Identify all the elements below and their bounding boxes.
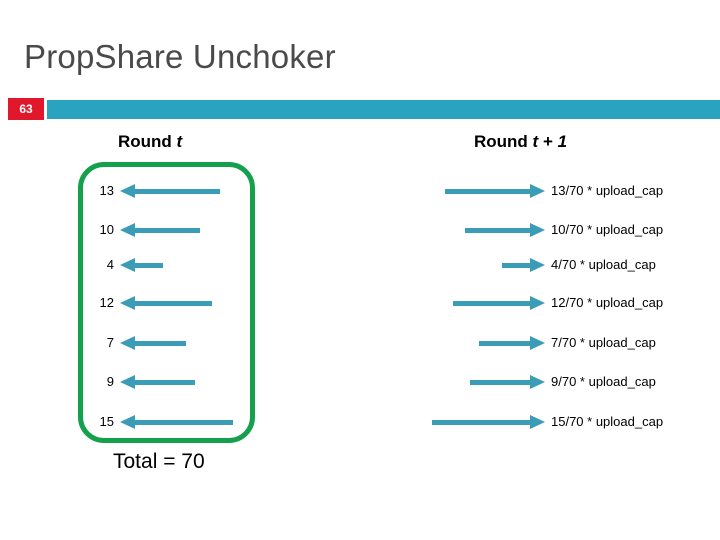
accent-divider-bar <box>47 100 720 119</box>
arrow-head-left-icon <box>120 258 135 272</box>
arrow-head-right-icon <box>530 415 545 429</box>
arrow-head-right-icon <box>530 223 545 237</box>
upload-share-formula: 13/70 * upload_cap <box>551 183 664 198</box>
upload-share-formula: 7/70 * upload_cap <box>551 335 656 350</box>
arrow-head-left-icon <box>120 375 135 389</box>
peer-row: 4 4/70 * upload_cap <box>0 253 720 277</box>
arrow-head-right-icon <box>530 296 545 310</box>
arrow-shaft <box>470 380 530 385</box>
arrow-shaft <box>479 341 530 346</box>
arrow-head-left-icon <box>120 415 135 429</box>
peer-upload-value: 15 <box>99 414 114 429</box>
arrow-head-right-icon <box>530 184 545 198</box>
peer-upload-value: 10 <box>99 222 114 237</box>
outgoing-arrow-icon <box>470 375 545 389</box>
arrow-shaft <box>432 420 530 425</box>
arrow-head-left-icon <box>120 296 135 310</box>
peer-upload-value: 4 <box>106 257 114 272</box>
incoming-arrow-icon <box>120 258 163 272</box>
peer-upload-value: 9 <box>106 374 114 389</box>
peer-row: 12 12/70 * upload_cap <box>0 291 720 315</box>
peer-upload-value: 13 <box>99 183 114 198</box>
outgoing-arrow-icon <box>445 184 545 198</box>
column-header-left-prefix: Round <box>118 132 177 151</box>
outgoing-arrow-icon <box>479 336 545 350</box>
arrow-head-right-icon <box>530 375 545 389</box>
arrow-shaft <box>502 263 530 268</box>
arrow-shaft <box>135 420 233 425</box>
upload-share-formula: 4/70 * upload_cap <box>551 257 656 272</box>
peer-row: 10 10/70 * upload_cap <box>0 218 720 242</box>
arrow-shaft <box>135 228 200 233</box>
arrow-head-left-icon <box>120 336 135 350</box>
column-header-right-variable-2: 1 <box>557 132 568 151</box>
group-highlight-box <box>78 162 255 443</box>
incoming-arrow-icon <box>120 375 195 389</box>
incoming-arrow-icon <box>120 336 186 350</box>
incoming-arrow-icon <box>120 296 212 310</box>
column-header-round-t: Round t <box>118 132 182 152</box>
incoming-arrow-icon <box>120 223 200 237</box>
peer-upload-value: 7 <box>106 335 114 350</box>
arrow-head-left-icon <box>120 184 135 198</box>
arrow-head-right-icon <box>530 336 545 350</box>
outgoing-arrow-icon <box>432 415 545 429</box>
outgoing-arrow-icon <box>502 258 545 272</box>
upload-share-formula: 9/70 * upload_cap <box>551 374 656 389</box>
incoming-arrow-icon <box>120 415 233 429</box>
column-header-right-operator: + <box>538 132 558 151</box>
peer-upload-value: 12 <box>99 295 114 310</box>
arrow-shaft <box>135 263 163 268</box>
arrow-shaft <box>135 380 195 385</box>
outgoing-arrow-icon <box>465 223 545 237</box>
column-header-left-variable: t <box>176 132 183 151</box>
peer-row: 7 7/70 * upload_cap <box>0 331 720 355</box>
upload-share-formula: 10/70 * upload_cap <box>551 222 664 237</box>
total-label: Total = 70 <box>113 450 205 473</box>
upload-share-formula: 12/70 * upload_cap <box>551 295 664 310</box>
peer-row: 15 15/70 * upload_cap <box>0 410 720 434</box>
peer-row: 9 9/70 * upload_cap <box>0 370 720 394</box>
arrow-shaft <box>135 189 220 194</box>
arrow-shaft <box>453 301 530 306</box>
arrow-head-right-icon <box>530 258 545 272</box>
arrow-shaft <box>135 301 212 306</box>
column-header-right-variable: t <box>532 132 539 151</box>
page-title: PropShare Unchoker <box>24 38 336 75</box>
column-header-right-prefix: Round <box>474 132 533 151</box>
arrow-shaft <box>465 228 530 233</box>
outgoing-arrow-icon <box>453 296 545 310</box>
incoming-arrow-icon <box>120 184 220 198</box>
arrow-shaft <box>135 341 186 346</box>
column-header-round-t-plus-1: Round t + 1 <box>474 132 567 152</box>
arrow-shaft <box>445 189 530 194</box>
arrow-head-left-icon <box>120 223 135 237</box>
upload-share-formula: 15/70 * upload_cap <box>551 414 664 429</box>
peer-row: 13 13/70 * upload_cap <box>0 179 720 203</box>
page-number-badge: 63 <box>8 98 44 120</box>
